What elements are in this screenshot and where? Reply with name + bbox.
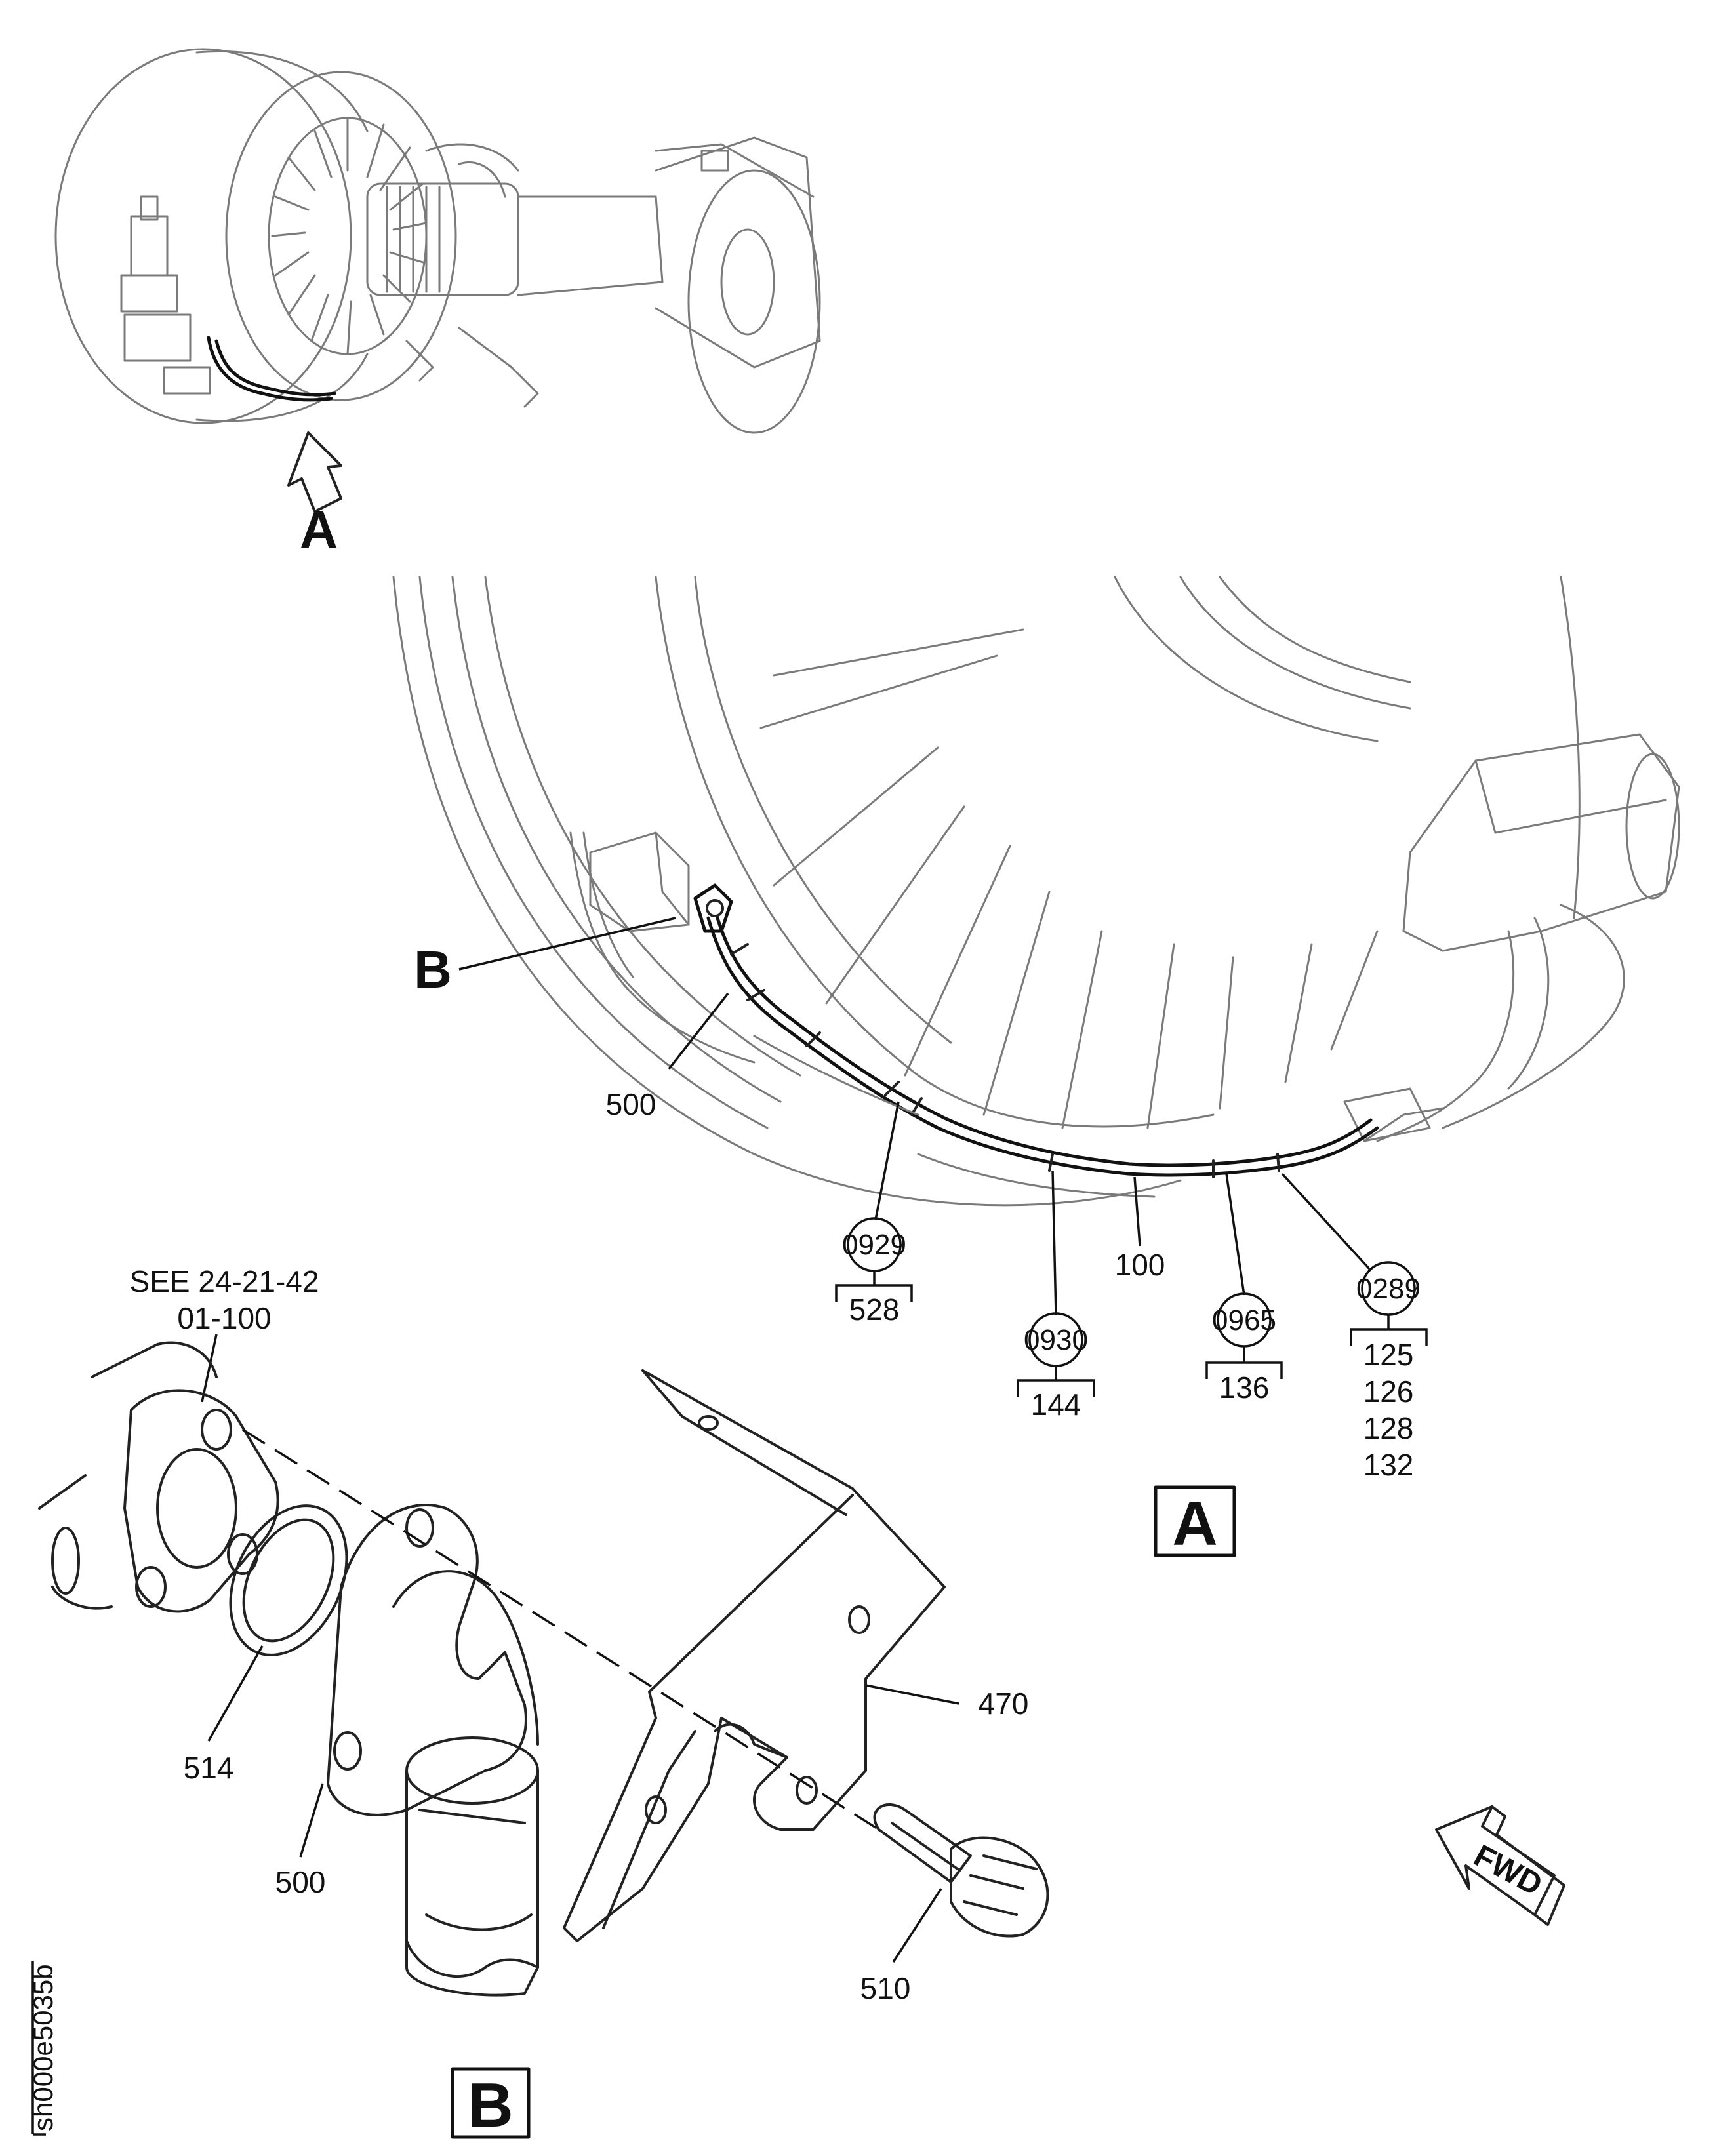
part-514-leader-line [207,1645,264,1742]
part-514-label: 514 [184,1751,234,1785]
view-a-box-label: A [1172,1489,1217,1559]
view-b-detail [38,1334,1049,1997]
part-500-leader-line [668,992,729,1070]
view-b-box [451,2067,531,2139]
view-a-arrow-icon [287,431,342,513]
clamp-0929-circle-number: 0929 [842,1229,906,1261]
clamp-0289-ref-4: 132 [1363,1448,1414,1482]
view-a-detail [392,576,1680,1207]
clamp-0289-circle-number: 0289 [1356,1273,1421,1305]
view-b-box-label: B [468,2070,513,2140]
clamp-callout-0929: 0929 528 [835,1101,913,1327]
part-470-label: 470 [979,1687,1029,1721]
clamp-0965-ref-1: 136 [1219,1371,1270,1405]
part-470-leader-line [865,1684,959,1705]
clamp-0930-circle-number: 0930 [1024,1324,1088,1356]
drawing-id-label: sh000e5035b [28,1964,58,2131]
part-500-label: 500 [606,1087,656,1121]
view-a-box [1154,1485,1236,1557]
detail-b-leader-label: B [414,940,452,999]
clamp-callout-0289: 0289 125 126 128 132 [1281,1172,1428,1482]
part-500b-leader-line [299,1783,324,1858]
detail-b-leader-line [458,917,676,971]
clamp-0289-ref-3: 128 [1363,1411,1414,1445]
fwd-arrow-label: FWD [1468,1838,1548,1902]
part-500b-label: 500 [275,1865,326,1899]
see-reference-line-1: SEE 24-21-42 [130,1264,319,1298]
clamp-0930-ref-1: 144 [1031,1388,1081,1422]
part-510-leader-line [892,1888,942,1963]
view-a-arrow-label: A [300,500,338,559]
part-510-label: 510 [860,1971,911,2005]
clamp-0289-ref-2: 126 [1363,1374,1414,1409]
see-reference-line-2: 01-100 [177,1301,271,1335]
engine-overview [54,48,821,513]
clamp-0965-circle-number: 0965 [1212,1304,1276,1336]
fwd-arrow-icon [1435,1805,1565,1926]
clamp-0289-ref-1: 125 [1363,1338,1414,1372]
clamp-0929-ref-1: 528 [849,1292,900,1327]
clamp-callout-0965: 0965 136 [1205,1173,1283,1405]
part-100-leader-line [1133,1176,1141,1247]
part-100-label: 100 [1115,1248,1165,1282]
clamp-callout-0930: 0930 144 [1017,1170,1095,1422]
harness-clamps [730,943,1280,1178]
